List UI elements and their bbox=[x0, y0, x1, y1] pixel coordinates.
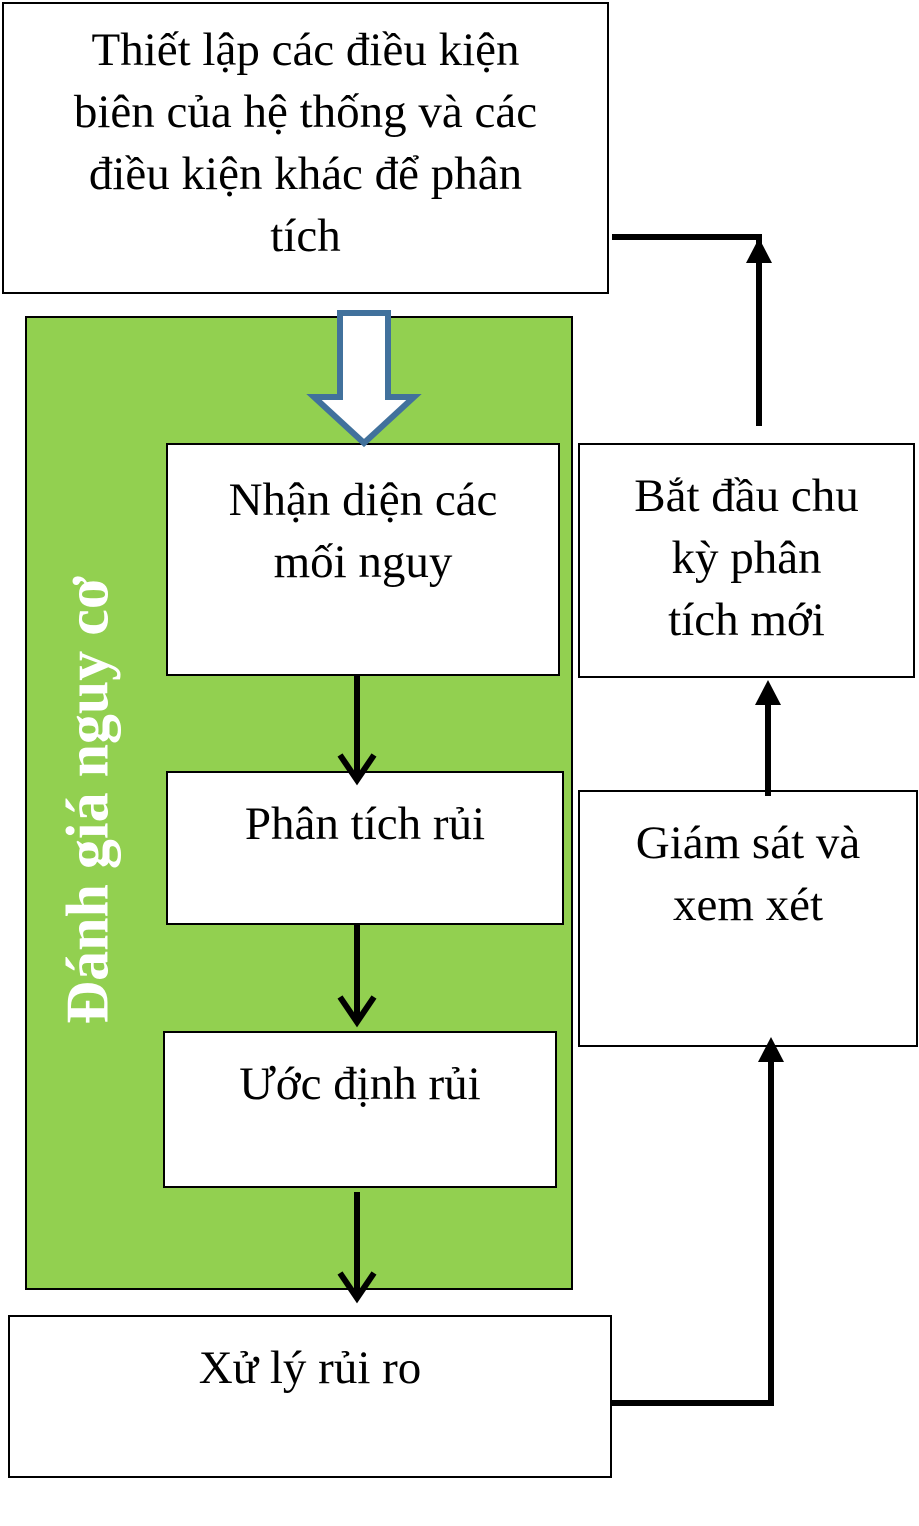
arrowhead-new-cycle-to-setup bbox=[746, 238, 772, 263]
monitor-review-box: Giám sát và xem xét bbox=[578, 790, 918, 1047]
identify-hazards-box: Nhận diện các mối nguy bbox=[166, 443, 560, 676]
arrowhead-analyze-to-estimate bbox=[337, 995, 377, 1028]
identify-line-2: mối nguy bbox=[273, 536, 453, 588]
setup-box: Thiết lập các điều kiện biên của hệ thốn… bbox=[2, 2, 609, 294]
arrowhead-monitor-to-new-cycle bbox=[755, 680, 781, 705]
new-cycle-line-2: kỳ phân bbox=[671, 532, 822, 584]
arrowhead-identify-to-analyze bbox=[337, 753, 377, 786]
risk-analysis-box: Phân tích rủi bbox=[166, 771, 564, 925]
monitor-line-2: xem xét bbox=[672, 879, 824, 931]
arrowhead-estimate-to-treat bbox=[337, 1271, 377, 1304]
arrow-treat-to-monitor bbox=[612, 1060, 774, 1406]
setup-line-4: tích bbox=[270, 210, 341, 262]
arrowhead-treat-to-monitor bbox=[758, 1037, 784, 1062]
arrow-new-cycle-to-setup bbox=[612, 234, 762, 426]
new-cycle-box: Bắt đầu chu kỳ phân tích mới bbox=[578, 443, 915, 678]
setup-line-2: biên của hệ thống và các bbox=[73, 86, 538, 138]
new-cycle-line-1: Bắt đầu chu bbox=[634, 470, 859, 522]
monitor-line-1: Giám sát và bbox=[635, 817, 861, 869]
setup-line-3: điều kiện khác để phân bbox=[88, 148, 523, 200]
identify-line-1: Nhận diện các bbox=[228, 474, 498, 526]
hollow-down-arrow bbox=[306, 310, 422, 448]
new-cycle-line-3: tích mới bbox=[668, 594, 825, 646]
setup-line-1: Thiết lập các điều kiện bbox=[91, 24, 520, 76]
estimate-line-1: Ước định rủi bbox=[239, 1058, 481, 1110]
risk-estimation-box: Ước định rủi bbox=[163, 1031, 557, 1188]
risk-treatment-box: Xử lý rủi ro bbox=[8, 1315, 612, 1478]
analyze-line-1: Phân tích rủi bbox=[244, 798, 486, 850]
treat-line-1: Xử lý rủi ro bbox=[198, 1342, 422, 1394]
